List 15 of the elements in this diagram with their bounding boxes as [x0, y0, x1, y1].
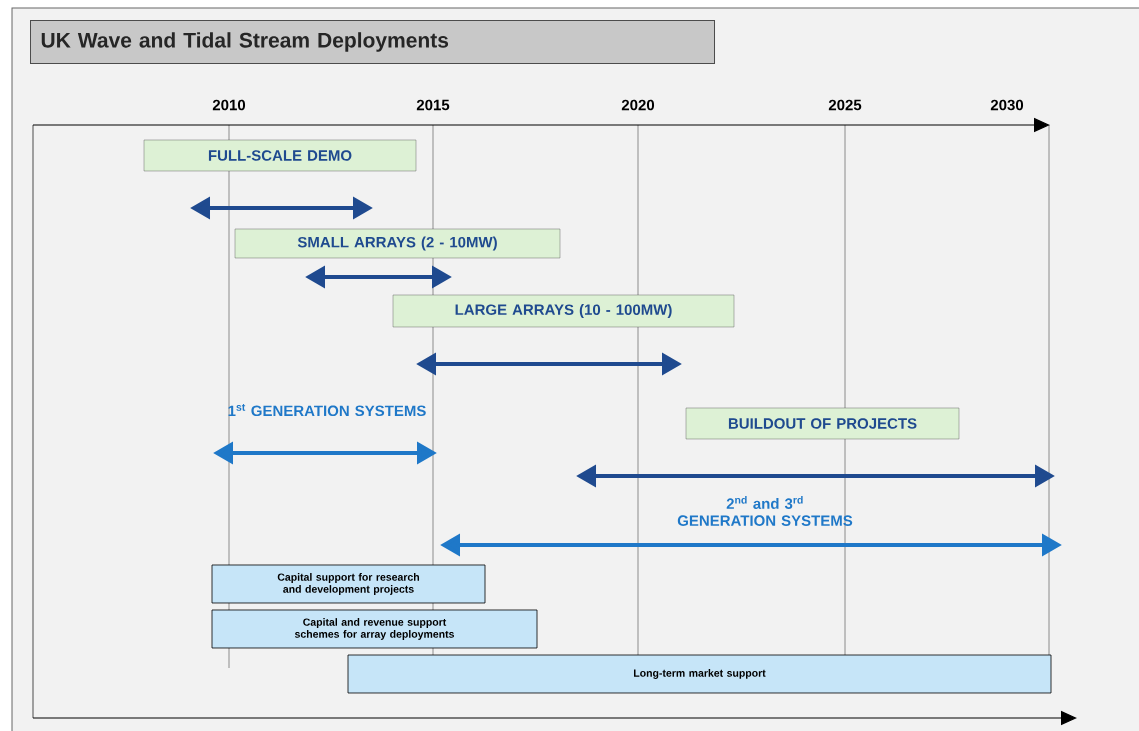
phase-box: SMALL ARRAYS (2 - 10MW) [234, 228, 561, 259]
support-box: Capital support for research and development projects [211, 564, 486, 604]
year-label: 2020 [621, 99, 655, 111]
support-box: Long-term market support [347, 654, 1052, 694]
phase-box: FULL-SCALE DEMO [143, 139, 417, 172]
year-label: 2030 [990, 99, 1024, 111]
phase-label: 1$^{st}$ GENERATION SYSTEMS [228, 403, 426, 417]
phase-label: 2$^{nd}$ and 3$^{rd}$ GENERATION SYSTEMS [677, 496, 853, 526]
year-label: 2010 [212, 99, 246, 111]
year-label: 2025 [828, 99, 862, 111]
support-box: Capital and revenue support schemes for array deployments [211, 609, 538, 649]
title-box: UK Wave and Tidal Stream Deployments [30, 20, 715, 64]
phase-box: LARGE ARRAYS (10 - 100MW) [392, 294, 735, 328]
year-label: 2015 [416, 99, 450, 111]
phase-box: BUILDOUT OF PROJECTS [685, 407, 960, 440]
